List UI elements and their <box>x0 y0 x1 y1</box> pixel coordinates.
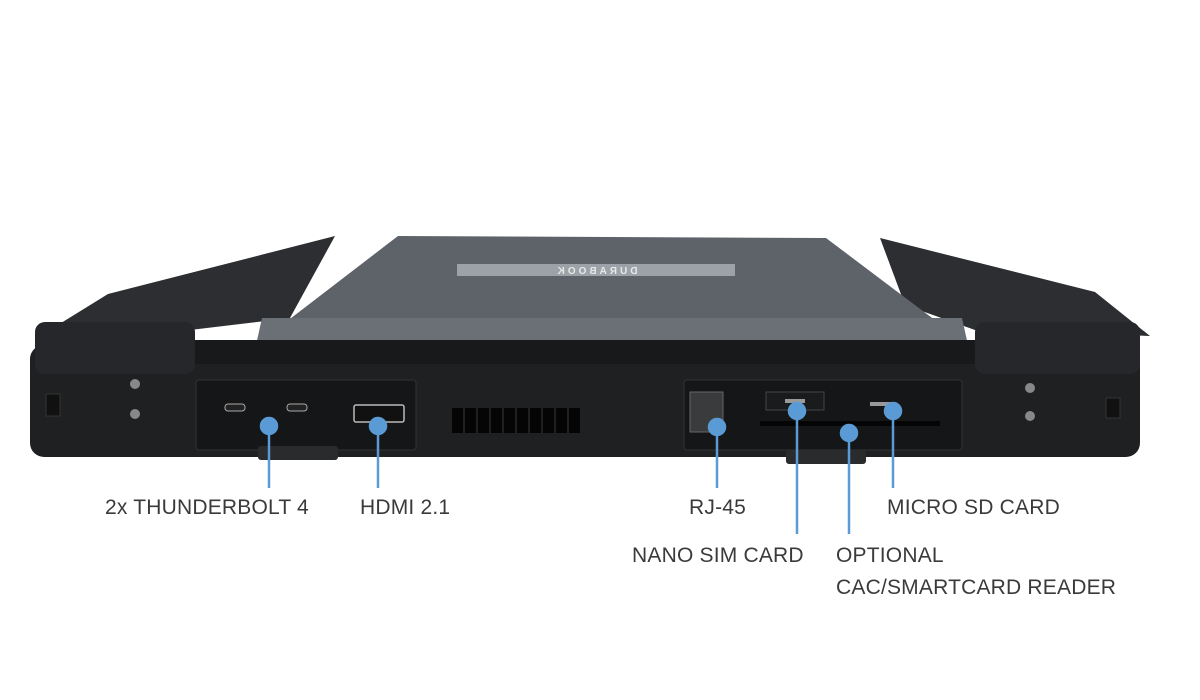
label-nano-sim: NANO SIM CARD <box>632 544 804 567</box>
thunderbolt-port-2 <box>286 403 308 412</box>
microsd-slot <box>870 402 894 406</box>
right-hinge <box>975 322 1140 374</box>
callout-dot-smartcard <box>839 423 859 443</box>
callout-dot-rj45 <box>707 417 727 437</box>
label-thunderbolt: 2x THUNDERBOLT 4 <box>105 496 309 519</box>
left-hinge-pad <box>40 236 335 336</box>
left-hinge <box>35 322 195 374</box>
smartcard-slot <box>760 421 940 426</box>
label-smartcard-line1: OPTIONAL <box>836 544 944 567</box>
label-rj45: RJ-45 <box>689 496 747 519</box>
right-hinge-pad <box>880 238 1150 336</box>
thunderbolt-port-1 <box>224 403 246 412</box>
lid-edge <box>256 318 968 345</box>
callout-dot-microsd <box>883 401 903 421</box>
callout-dot-nano-sim <box>787 401 807 421</box>
vent-grille <box>452 408 580 433</box>
svg-text:DURABOOK: DURABOOK <box>555 266 638 277</box>
callout-dot-thunderbolt <box>259 416 279 436</box>
label-smartcard-line2: CAC/SMARTCARD READER <box>836 576 1117 599</box>
callout-dot-hdmi <box>368 416 388 436</box>
sim-slot <box>785 399 805 403</box>
label-hdmi: HDMI 2.1 <box>360 496 451 519</box>
right-port-panel <box>683 379 963 451</box>
lid <box>256 236 968 345</box>
label-microsd: MICRO SD CARD <box>887 496 1060 519</box>
durabook-logo <box>457 264 735 276</box>
